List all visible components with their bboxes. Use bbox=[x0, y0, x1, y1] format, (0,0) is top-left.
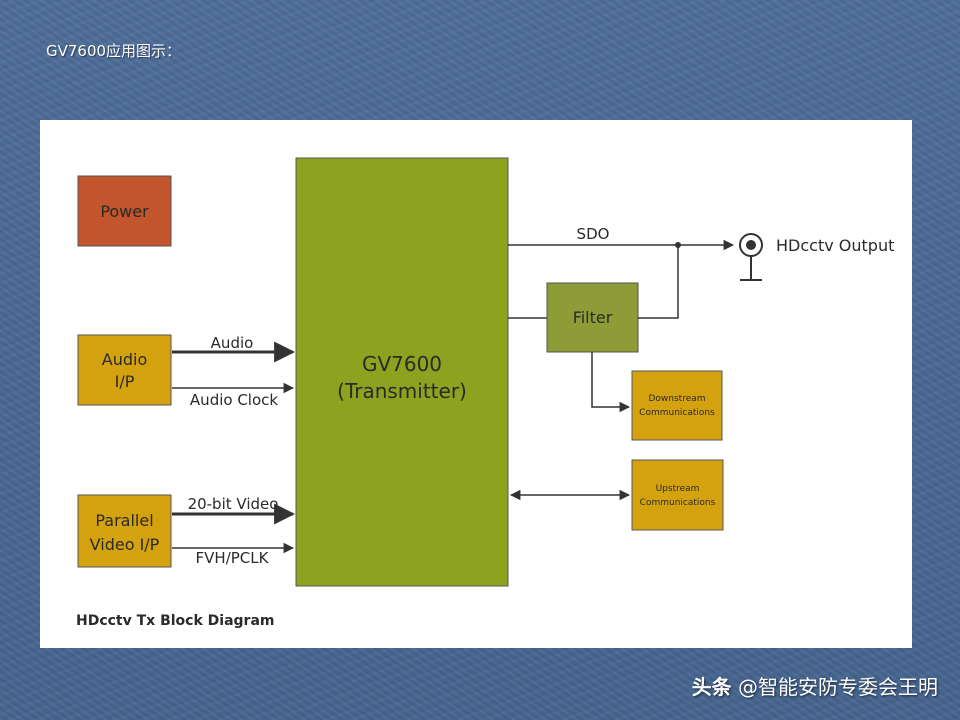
parallel-video-block bbox=[77, 494, 172, 568]
filter-to-downstream-arrow bbox=[591, 352, 631, 413]
gv7600-label: GV7600 bbox=[362, 352, 442, 376]
gv7600-block bbox=[295, 157, 509, 587]
downstream-block bbox=[631, 370, 723, 441]
transmitter-label: (Transmitter) bbox=[337, 379, 467, 403]
filter-to-output-line bbox=[638, 245, 679, 319]
power-block bbox=[77, 175, 172, 247]
filter-block bbox=[546, 282, 639, 353]
watermark-brand: 头条 bbox=[691, 675, 732, 699]
audio-ip-block bbox=[77, 334, 172, 406]
downstream-label-1: Downstream bbox=[648, 394, 705, 404]
diagram-caption: HDcctv Tx Block Diagram bbox=[76, 613, 274, 629]
block-diagram: Power Audio I/P Parallel Video I/P GV760… bbox=[76, 157, 894, 629]
hdcctv-output-label: HDcctv Output bbox=[776, 236, 894, 255]
sdo-label: SDO bbox=[577, 225, 610, 243]
block-diagram-panel: Power Audio I/P Parallel Video I/P GV760… bbox=[40, 120, 912, 648]
watermark: 头条 @智能安防专委会王明 bbox=[692, 671, 938, 700]
parallel-video-label-2: Video I/P bbox=[90, 535, 160, 554]
video-signal-label: 20-bit Video bbox=[188, 495, 279, 513]
watermark-handle: @智能安防专委会王明 bbox=[738, 675, 938, 699]
downstream-label-2: Communications bbox=[639, 408, 715, 418]
upstream-label-1: Upstream bbox=[656, 484, 700, 494]
fvh-signal-label: FVH/PCLK bbox=[196, 549, 270, 567]
upstream-label-2: Communications bbox=[640, 498, 716, 508]
bnc-connector-icon bbox=[739, 233, 763, 281]
audio-clock-label: Audio Clock bbox=[190, 391, 278, 409]
filter-label: Filter bbox=[573, 308, 613, 327]
audio-signal-label: Audio bbox=[211, 334, 254, 352]
audio-ip-label-1: Audio bbox=[102, 350, 147, 369]
parallel-video-label-1: Parallel bbox=[95, 511, 153, 530]
upstream-block bbox=[631, 459, 724, 531]
power-label: Power bbox=[100, 202, 149, 221]
slide-title: GV7600应用图示： bbox=[46, 42, 182, 60]
audio-ip-label-2: I/P bbox=[115, 372, 135, 391]
